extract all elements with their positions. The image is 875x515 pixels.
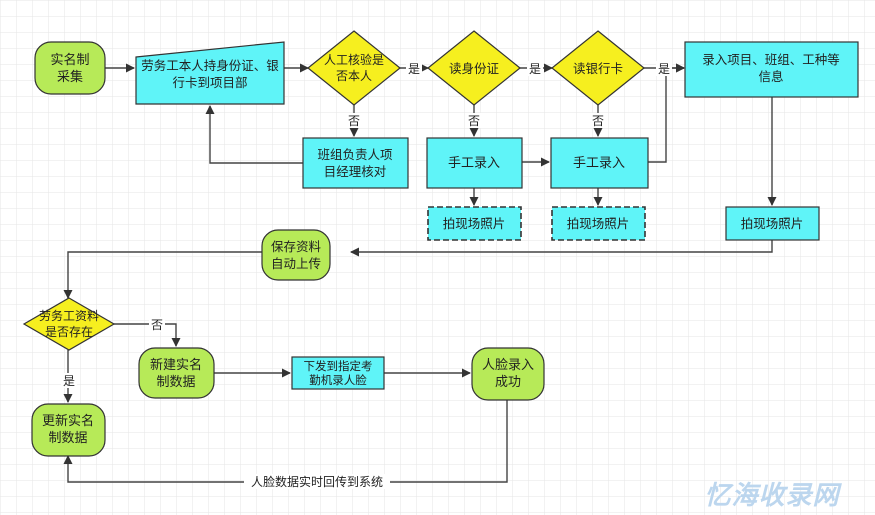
node-update-record-line2: 制数据 — [48, 431, 87, 446]
node-read-id: 读身份证 — [427, 30, 521, 106]
node-labor-docs-line2: 行卡到项目部 — [172, 75, 247, 90]
node-start-line1: 实名制 — [50, 52, 89, 68]
node-enter-info: 录入项目、班组、工种等 信息 — [684, 41, 859, 98]
node-read-bank: 读银行卡 — [551, 30, 645, 106]
node-manual-check-line1: 人工核验是 — [324, 52, 384, 67]
node-team-review: 班组负责人项 目经理核对 — [302, 137, 409, 189]
node-read-id-label: 读身份证 — [449, 61, 500, 76]
node-update-record: 更新实名 制数据 — [31, 403, 106, 457]
node-enter-info-line1: 录入项目、班组、工种等 — [702, 52, 840, 67]
node-dispatch: 下发到指定考 勤机录人脸 — [291, 356, 385, 390]
edge-label-sync: 人脸数据实时回传到系统 — [251, 474, 383, 489]
edge-label-yes: 是 — [658, 62, 670, 76]
node-save-upload-line2: 自动上传 — [271, 256, 321, 271]
edge-label-yes: 是 — [408, 62, 420, 76]
node-read-bank-label: 读银行卡 — [573, 61, 623, 76]
node-photo-2: 拍现场照片 — [551, 206, 646, 241]
node-start-line2: 采集 — [57, 69, 83, 85]
edge-review-to-docs — [205, 105, 303, 164]
node-start: 实名制 采集 — [34, 41, 106, 95]
edge-exists-no-to-create — [114, 323, 181, 347]
node-exists-check-line2: 是否存在 — [45, 325, 93, 339]
edge-label-yes: 是 — [529, 62, 541, 76]
node-photo-3-label: 拍现场照片 — [741, 216, 804, 231]
edge-manual2-to-enterinfo — [648, 63, 685, 163]
node-update-record-line1: 更新实名 — [42, 413, 94, 429]
node-photo-3: 拍现场照片 — [725, 206, 820, 241]
node-create-record: 新建实名 制数据 — [138, 347, 215, 399]
node-manual-check: 人工核验是 否本人 — [307, 30, 401, 106]
node-photo-2-label: 拍现场照片 — [567, 216, 630, 231]
node-save-upload: 保存资料 自动上传 — [261, 229, 331, 281]
edge-photo3-to-save — [350, 240, 773, 257]
node-manual-entry-2: 手工录入 — [550, 137, 649, 189]
edge-label-no: 否 — [151, 318, 163, 332]
node-manual-entry-1: 手工录入 — [426, 137, 523, 189]
node-dispatch-line1: 下发到指定考 — [304, 359, 373, 373]
node-face-done-line1: 人脸录入 — [482, 358, 534, 373]
edge-label-no: 否 — [592, 114, 604, 128]
node-team-review-line2: 目经理核对 — [324, 164, 387, 179]
node-save-upload-line1: 保存资料 — [271, 239, 322, 254]
node-create-record-line1: 新建实名 — [150, 357, 202, 373]
node-exists-check: 劳务工资料 是否存在 — [22, 297, 116, 351]
edge-label-yes: 是 — [63, 374, 75, 388]
node-manual-entry-1-label: 手工录入 — [448, 156, 500, 171]
node-exists-check-line1: 劳务工资料 — [39, 308, 99, 323]
node-face-done-line2: 成功 — [495, 375, 521, 390]
node-manual-entry-2-label: 手工录入 — [573, 156, 625, 171]
edge-label-no: 否 — [468, 114, 480, 128]
edge-label-no: 否 — [348, 114, 360, 128]
node-photo-1: 拍现场照片 — [427, 206, 522, 241]
node-manual-check-line2: 否本人 — [336, 69, 372, 83]
watermark: 忆海收录网 — [704, 481, 842, 511]
node-enter-info-line2: 信息 — [758, 69, 783, 84]
node-labor-docs: 劳务工本人持身份证、银 行卡到项目部 — [135, 41, 285, 105]
node-labor-docs-line1: 劳务工本人持身份证、银 — [141, 58, 279, 73]
edge-save-to-exists — [63, 251, 262, 299]
node-dispatch-line2: 勤机录人脸 — [309, 373, 367, 387]
node-create-record-line2: 制数据 — [156, 375, 195, 390]
node-team-review-line1: 班组负责人项 — [317, 147, 392, 162]
node-face-done: 人脸录入 成功 — [471, 347, 545, 401]
node-photo-1-label: 拍现场照片 — [443, 216, 506, 231]
